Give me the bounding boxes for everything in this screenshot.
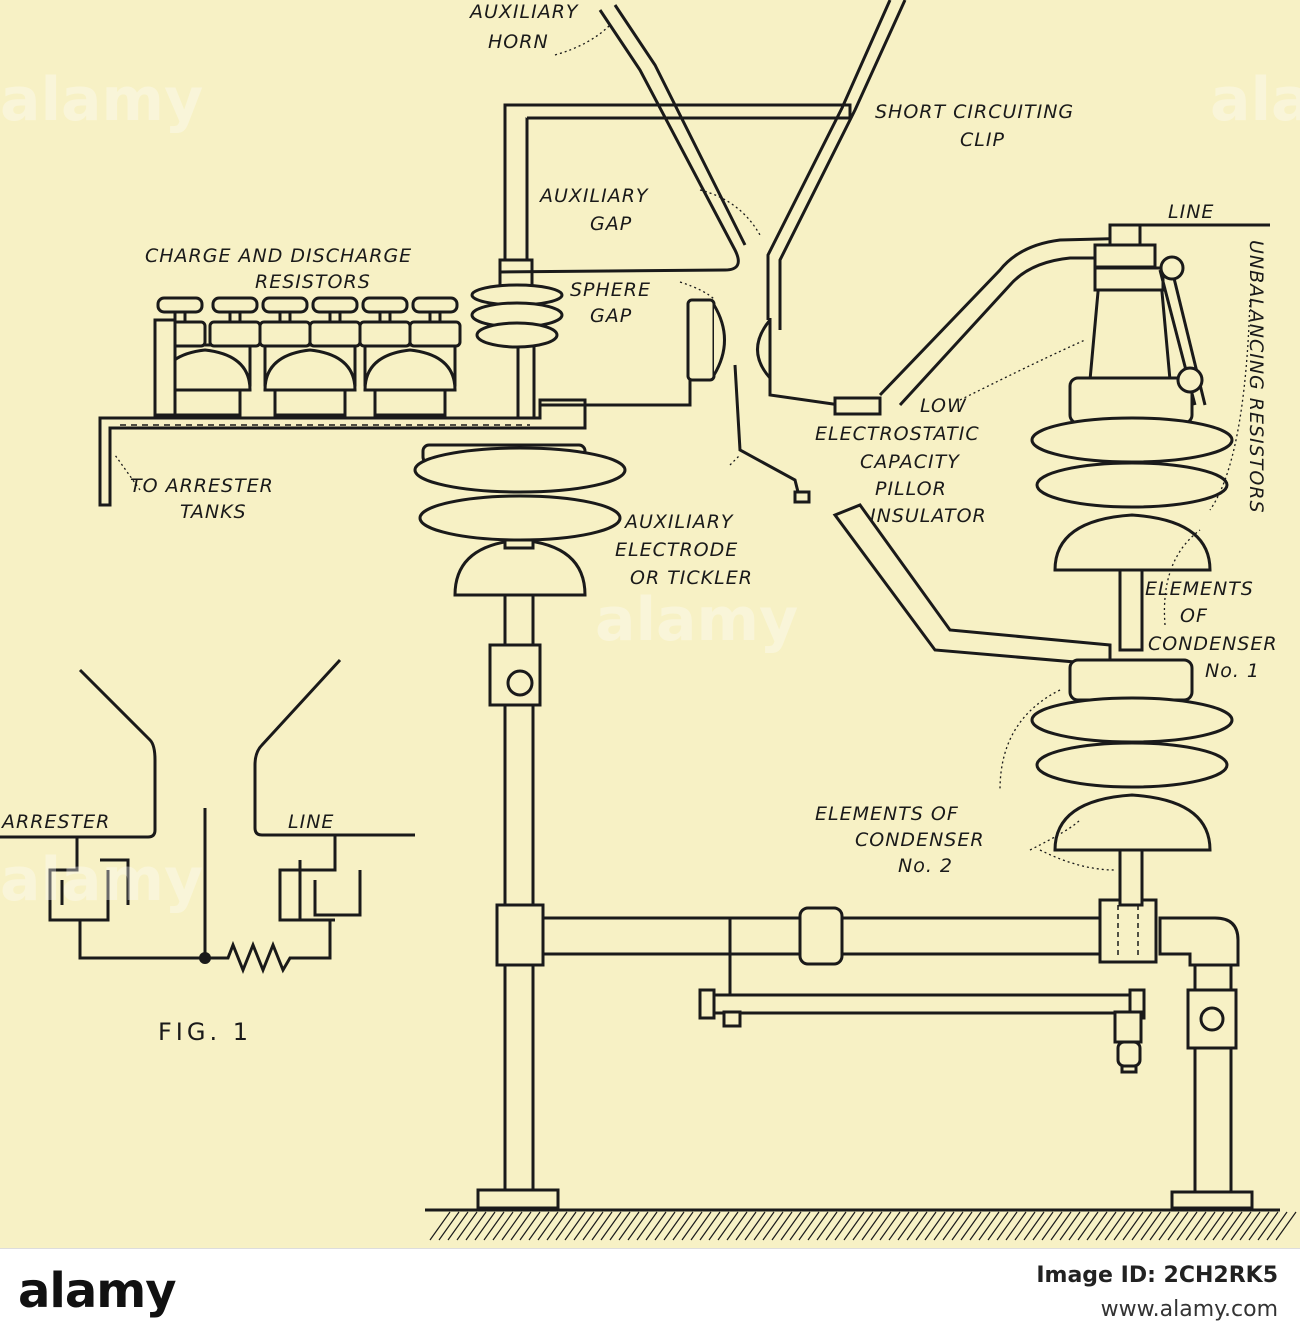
label-charge-discharge-2: RESISTORS — [255, 271, 371, 293]
watermark-4: alamy — [1210, 65, 1300, 135]
label-low-2: ELECTROSTATIC — [815, 423, 980, 445]
label-condenser2-3: No. 2 — [898, 855, 953, 877]
label-condenser2-1: ELEMENTS OF — [815, 803, 959, 825]
label-condenser1-1: ELEMENTS — [1145, 578, 1254, 600]
label-fig-arrester: ARRESTER — [0, 811, 110, 833]
pipe-frame — [541, 898, 1254, 1210]
alamy-logo[interactable]: alamy — [18, 1263, 177, 1319]
image-id: Image ID: 2CH2RK5 — [1036, 1263, 1278, 1288]
diagram-labels: AUXILIARY HORN SHORT CIRCUITING CLIP AUX… — [0, 1, 1278, 1046]
left-insulator-stack — [413, 443, 627, 597]
watermark-2: alamy — [595, 585, 798, 655]
watermarks: alamy alamy alamy alamy — [0, 65, 1300, 915]
label-tickler-2: ELECTRODE — [615, 539, 738, 561]
label-charge-discharge-1: CHARGE AND DISCHARGE — [145, 245, 412, 267]
label-line-top: LINE — [1168, 201, 1214, 223]
label-tickler-3: OR TICKLER — [630, 567, 753, 589]
label-fig-line: LINE — [288, 811, 334, 833]
label-low-3: CAPACITY — [860, 451, 960, 473]
label-auxiliary-gap-2: GAP — [590, 213, 632, 235]
watermark-1: alamy — [0, 65, 203, 135]
label-condenser2-2: CONDENSER — [855, 829, 985, 851]
watermark-3: alamy — [0, 845, 203, 915]
label-condenser1-4: No. 1 — [1205, 660, 1260, 682]
label-tickler-1: AUXILIARY — [623, 511, 734, 533]
ground-hatch — [425, 1208, 1297, 1241]
label-short-circuiting-2: CLIP — [960, 129, 1005, 151]
center-post — [470, 103, 882, 416]
label-to-arrester-2: TANKS — [180, 501, 247, 523]
leader-lines — [114, 24, 1251, 871]
label-low-5: INSULATOR — [870, 505, 987, 527]
label-short-circuiting-1: SHORT CIRCUITING — [875, 101, 1074, 123]
tickler — [733, 364, 1112, 667]
fig1-schematic — [0, 658, 415, 975]
label-auxiliary-horn-1: AUXILIARY — [468, 1, 579, 23]
label-to-arrester-1: TO ARRESTER — [130, 475, 274, 497]
fig-caption: FIG. 1 — [158, 1018, 252, 1046]
site-url[interactable]: www.alamy.com — [1100, 1297, 1278, 1322]
left-pole — [476, 593, 560, 1212]
label-condenser1-3: CONDENSER — [1148, 633, 1278, 655]
resistor-bank — [98, 296, 587, 507]
label-low-4: PILLOR — [875, 478, 947, 500]
label-sphere-gap-2: GAP — [590, 305, 632, 327]
label-auxiliary-gap-1: AUXILIARY — [538, 185, 649, 207]
label-unbalancing-resistors: UNBALANCING RESISTORS — [1245, 240, 1267, 514]
right-insulator — [878, 223, 1270, 907]
horns — [499, 0, 907, 330]
label-low-1: LOW — [920, 395, 967, 417]
footer-bar: alamy Image ID: 2CH2RK5 www.alamy.com — [0, 1248, 1300, 1339]
label-sphere-gap-1: SPHERE — [570, 279, 651, 301]
label-auxiliary-horn-2: HORN — [488, 31, 549, 53]
label-condenser1-2: OF — [1180, 605, 1208, 627]
arrester-diagram: AUXILIARY HORN SHORT CIRCUITING CLIP AUX… — [0, 0, 1300, 1241]
